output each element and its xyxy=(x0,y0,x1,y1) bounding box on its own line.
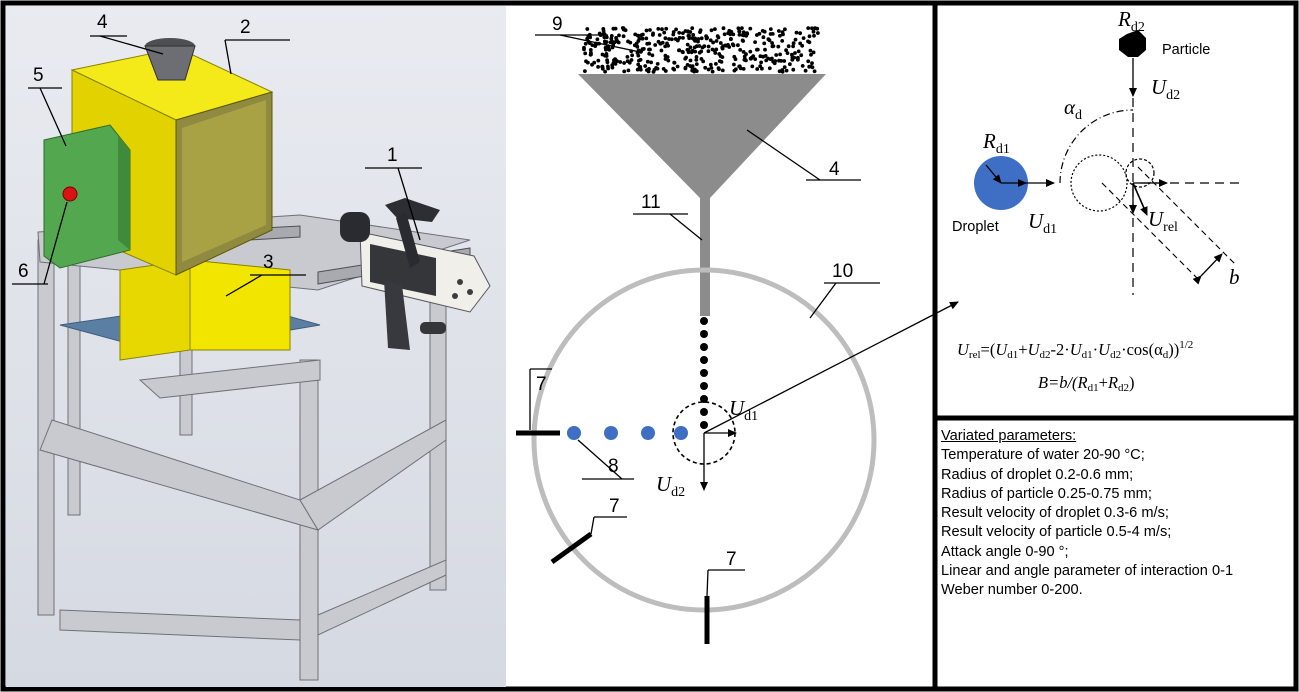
label-1: 1 xyxy=(387,145,398,166)
label-4b: 4 xyxy=(829,159,840,180)
parameter-item: Temperature of water 20-90 °C; xyxy=(941,447,1145,464)
parameter-item: Attack angle 0-90 °; xyxy=(941,543,1069,560)
parameter-item: Linear and angle parameter of interactio… xyxy=(941,563,1234,580)
falling-particles xyxy=(700,317,708,429)
parameter-item: Radius of droplet 0.2-0.6 mm; xyxy=(941,466,1134,483)
control-box xyxy=(43,124,131,269)
label-alpha: αd xyxy=(1064,95,1082,123)
label-ud1: Ud1 xyxy=(729,396,758,424)
red-button xyxy=(62,186,78,202)
parameter-item: Result velocity of droplet 0.3-6 m/s; xyxy=(941,505,1169,522)
parameters-panel: Variated parameters: Temperature of wate… xyxy=(941,427,1291,601)
zoom-arrow xyxy=(703,301,959,434)
droplets xyxy=(567,426,688,440)
label-7b: 7 xyxy=(609,496,620,517)
particle-shape xyxy=(1119,30,1146,57)
label-9: 9 xyxy=(552,14,563,35)
parameter-item: Weber number 0-200. xyxy=(941,582,1083,599)
label-rd1: Rd1 xyxy=(982,129,1010,157)
label-ud2: Ud2 xyxy=(656,472,685,500)
camera xyxy=(340,198,491,350)
label-b: b xyxy=(1229,265,1240,289)
injectors xyxy=(516,430,710,644)
parameter-item: Radius of particle 0.25-0.75 mm; xyxy=(941,485,1152,502)
collision-panel: Rd2 Particle Ud2 αd Rd1 Droplet Ud1 Urel… xyxy=(952,7,1245,394)
label-5: 5 xyxy=(33,65,44,86)
particle-heap xyxy=(582,26,820,74)
parameter-item: Result velocity of particle 0.5-4 m/s; xyxy=(941,524,1172,541)
label-6: 6 xyxy=(18,261,29,282)
label-particle: Particle xyxy=(1162,42,1210,58)
feed-tube xyxy=(700,198,710,316)
label-10: 10 xyxy=(832,261,853,282)
label-2: 2 xyxy=(240,17,251,38)
funnel xyxy=(578,74,826,198)
label-8: 8 xyxy=(608,456,619,477)
label-ud2-right: Ud2 xyxy=(1151,75,1180,103)
parameters-title: Variated parameters: xyxy=(941,428,1077,444)
label-7a: 7 xyxy=(536,374,547,395)
label-4: 4 xyxy=(97,12,108,33)
label-urel: Urel xyxy=(1148,207,1178,235)
chamber-circle xyxy=(531,267,877,613)
label-droplet: Droplet xyxy=(952,219,999,235)
label-rd2: Rd2 xyxy=(1117,7,1145,35)
label-11: 11 xyxy=(641,192,661,213)
scheme-panel: 9 4 11 10 7 8 7 7 Ud1 Ud2 xyxy=(516,14,959,644)
label-7c: 7 xyxy=(726,549,737,570)
formula-urel: Urel=(Ud1+Ud2-2·Ud1·Ud2·cos(αd))1/2 xyxy=(957,339,1193,361)
setup-illustration: 4 2 1 5 6 3 xyxy=(6,6,506,687)
formula-b: B=b/(Rd1+Rd2) xyxy=(1038,373,1135,394)
label-ud1-right: Ud1 xyxy=(1028,209,1057,237)
label-3: 3 xyxy=(263,252,274,273)
